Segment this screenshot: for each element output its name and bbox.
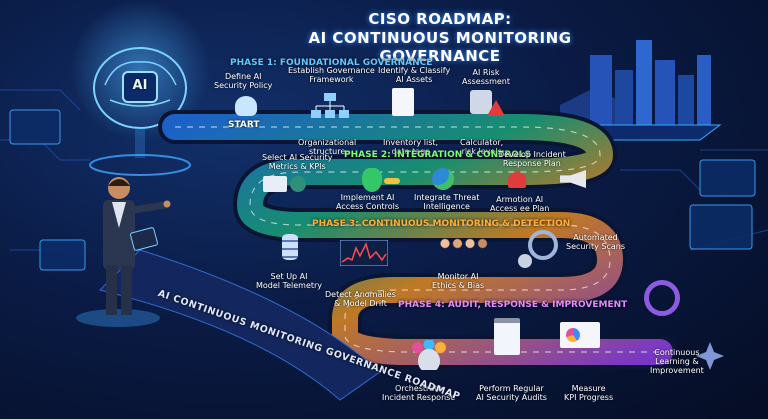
phase-3-label: PHASE 3: CONTINUOUS MONITORING & DETECTI… (312, 219, 571, 229)
metrics-dashboard-icon (263, 176, 287, 192)
phase-1-label: PHASE 1: FOUNDATIONAL GOVERNANCE (230, 58, 433, 68)
gauge-icon (290, 176, 306, 192)
ai-chip (122, 71, 158, 103)
brain-outline (93, 47, 187, 129)
anomaly-chart-icon (340, 240, 388, 266)
ciso-person (76, 177, 171, 327)
p1-risk-assessment: AI Risk Assessment (462, 68, 510, 86)
ai-brain-icon: AI (132, 78, 148, 93)
people-group-icon (440, 238, 490, 260)
title-line-1: CISO ROADMAP: (368, 10, 512, 28)
team-meeting-icon (410, 340, 448, 370)
p1-org-structure: Organizational structure (298, 138, 357, 156)
p1-governance-framework: Establish Governance Framework (288, 66, 375, 84)
sparkle-icon (696, 342, 724, 370)
p1-classify-assets: Identify & Classify AI Assets (378, 66, 451, 84)
p1-inventory-list: Inventory list, data tags (383, 138, 439, 156)
calculator-icon (470, 90, 492, 114)
org-chart-icon (311, 93, 349, 118)
p2-access-controls: Implement AI Access Controls (336, 193, 400, 211)
p3-telemetry: Set Up AI Model Telemetry (256, 272, 323, 290)
audit-checklist-icon (494, 318, 520, 355)
p2-access-plan: Armotion AI Access ee Plan (490, 195, 550, 213)
p4-kpi-progress: Measure KPI Progress (564, 384, 614, 402)
magnifier-icon (528, 230, 558, 260)
policy-shield-icon (235, 96, 257, 116)
banner-road (99, 249, 381, 401)
p2-metrics-kpis: Select AI Security Metrics & KPIs (262, 153, 333, 171)
phase-4-label: PHASE 4: AUDIT, RESPONSE & IMPROVEMENT (398, 300, 628, 310)
alarm-icon (508, 172, 526, 188)
holo-panels (9, 109, 756, 271)
database-icon (282, 234, 298, 260)
p4-security-audits: Perform Regular AI Security Audits (476, 384, 547, 402)
cycle-gear-icon (644, 280, 680, 316)
start-label: START (228, 120, 260, 130)
key-icon (384, 178, 400, 184)
p1-define-policy: Define AI Security Policy (214, 72, 273, 90)
phase-2-label: PHASE 2: INTEGRATION & CONTROLS (344, 150, 532, 160)
p2-threat-intel: Integrate Threat Intelligence (414, 193, 480, 211)
brain-glow (70, 0, 210, 140)
p3-security-scans: Automated Security Scans (566, 233, 626, 251)
pie-chart-icon (566, 328, 580, 342)
p1-risk-levels: Calculator, risk levels (460, 138, 504, 156)
globe-icon (432, 168, 454, 190)
warning-icon (487, 100, 505, 116)
gear-icon (518, 254, 532, 268)
p4-continuous-learning: Continuous Learning & Improvement (650, 348, 704, 375)
p4-incident-response: Orchestrate Incident Response (382, 384, 456, 402)
shield-check-icon (362, 168, 382, 192)
p3-anomalies: Detect Anomalies & Model Drift (325, 290, 396, 308)
clipboard-icon (392, 88, 414, 116)
p3-ethics-bias: Monitor AI Ethics & Bias (432, 272, 485, 290)
p2-incident-plan: Develop Incident Response Plan (498, 150, 566, 168)
title-line-2: AI CONTINUOUS MONITORING GOVERNANCE (308, 29, 572, 65)
